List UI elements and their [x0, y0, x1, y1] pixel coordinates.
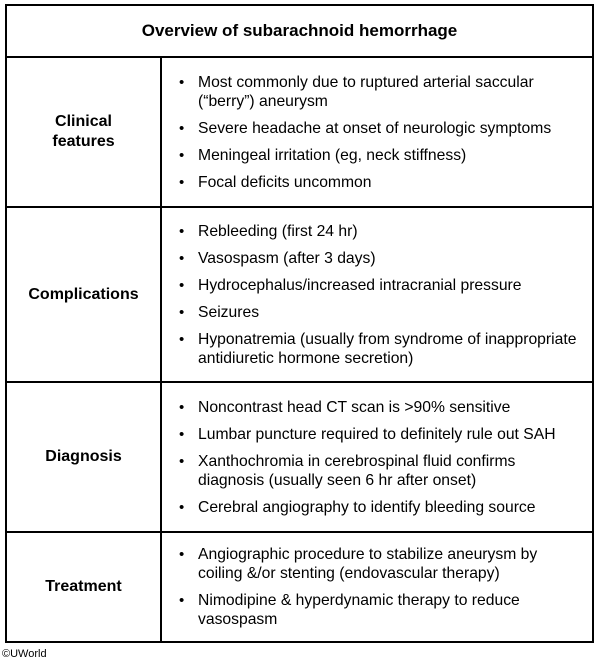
list-item: Focal deficits uncommon	[176, 173, 586, 192]
list-item: Severe headache at onset of neurologic s…	[176, 119, 586, 138]
overview-table: Overview of subarachnoid hemorrhage Clin…	[5, 4, 594, 643]
list-item: Most commonly due to ruptured arterial s…	[176, 73, 586, 111]
list-item: Xanthochromia in cerebrospinal fluid con…	[176, 452, 586, 490]
row-content-clinical-features: Most commonly due to ruptured arterial s…	[162, 58, 592, 206]
bullet-list: Most commonly due to ruptured arterial s…	[176, 73, 586, 192]
list-item: Noncontrast head CT scan is >90% sensiti…	[176, 398, 586, 417]
list-item: Hydrocephalus/increased intracranial pre…	[176, 276, 586, 295]
list-item: Vasospasm (after 3 days)	[176, 249, 586, 268]
row-complications: Complications Rebleeding (first 24 hr) V…	[7, 208, 592, 383]
row-label-complications: Complications	[7, 208, 162, 381]
list-item: Rebleeding (first 24 hr)	[176, 222, 586, 241]
copyright-notice: ©UWorld	[2, 648, 47, 660]
list-item: Seizures	[176, 303, 586, 322]
bullet-list: Angiographic procedure to stabilize aneu…	[176, 545, 586, 629]
list-item: Nimodipine & hyperdynamic therapy to red…	[176, 591, 586, 629]
row-content-diagnosis: Noncontrast head CT scan is >90% sensiti…	[162, 383, 592, 531]
row-label-diagnosis: Diagnosis	[7, 383, 162, 531]
table-title: Overview of subarachnoid hemorrhage	[7, 6, 592, 58]
list-item: Cerebral angiography to identify bleedin…	[176, 498, 586, 517]
list-item: Meningeal irritation (eg, neck stiffness…	[176, 146, 586, 165]
row-label-treatment: Treatment	[7, 533, 162, 641]
row-clinical-features: Clinical features Most commonly due to r…	[7, 58, 592, 208]
list-item: Angiographic procedure to stabilize aneu…	[176, 545, 586, 583]
list-item: Hyponatremia (usually from syndrome of i…	[176, 330, 586, 368]
row-diagnosis: Diagnosis Noncontrast head CT scan is >9…	[7, 383, 592, 533]
bullet-list: Rebleeding (first 24 hr) Vasospasm (afte…	[176, 222, 586, 368]
list-item: Lumbar puncture required to definitely r…	[176, 425, 586, 444]
row-treatment: Treatment Angiographic procedure to stab…	[7, 533, 592, 641]
bullet-list: Noncontrast head CT scan is >90% sensiti…	[176, 398, 586, 517]
row-label-clinical-features: Clinical features	[7, 58, 162, 206]
row-content-complications: Rebleeding (first 24 hr) Vasospasm (afte…	[162, 208, 592, 381]
row-content-treatment: Angiographic procedure to stabilize aneu…	[162, 533, 592, 641]
